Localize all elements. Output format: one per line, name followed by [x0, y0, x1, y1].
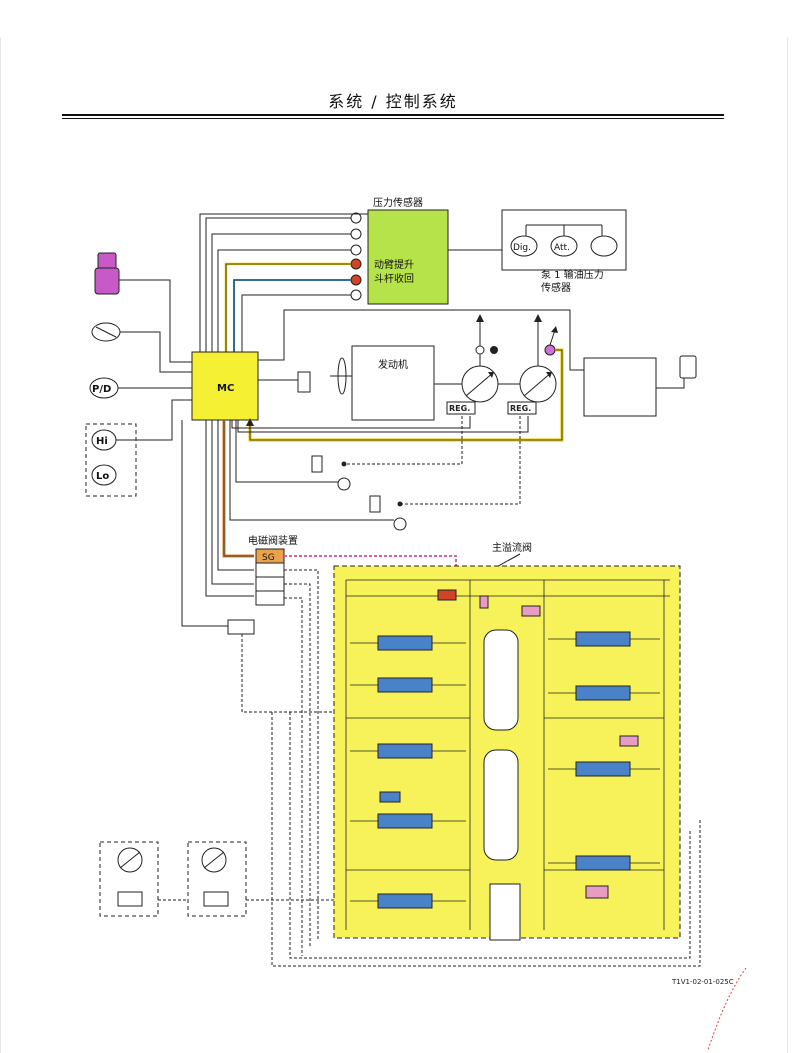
pressure-sensor-label: 压力传感器 [373, 196, 423, 209]
pump1-sensor-label: 泵 1 输油压力 [541, 268, 604, 281]
sensor-port [350, 228, 362, 240]
solenoid-unit-label: 电磁阀装置 [248, 534, 298, 547]
main-relief-label: 主溢流阀 [492, 541, 532, 554]
pump1-sensor-label-2: 传感器 [541, 281, 571, 294]
spool-valve-right [575, 631, 639, 899]
att-mode-switch [550, 235, 578, 257]
title-rule-thin [62, 118, 724, 119]
reg1-box [446, 401, 476, 415]
lo-label: Lo [96, 471, 109, 482]
sensor-port [350, 244, 362, 256]
att-label: Att. [554, 243, 570, 253]
title-rule [62, 114, 724, 116]
pressure-sensor-box [367, 209, 449, 305]
key-switch [91, 322, 121, 342]
figure-code: T1V1-02-01-025C [671, 978, 734, 986]
hi-label: Hi [96, 436, 108, 447]
pd-label: P/D [92, 384, 111, 395]
pen-mark [707, 967, 747, 1051]
reg2-box [507, 401, 537, 415]
reg2-label: REG. [510, 404, 531, 413]
pilot-valve [227, 619, 255, 635]
pump1-pressure-sensor [544, 344, 556, 356]
arm-roll-in-label: 斗杆收回 [374, 272, 414, 285]
engine-label: 发动机 [378, 358, 408, 371]
engine-box [351, 345, 435, 421]
engine-sensor [297, 371, 311, 393]
display-icon [679, 355, 697, 379]
sensor-inputs [350, 212, 362, 301]
sg-label: SG [262, 553, 275, 563]
sensor-port [350, 289, 362, 301]
mc-label: MC [217, 383, 234, 394]
dig-label: Dig. [513, 243, 531, 253]
valve-passage [483, 629, 519, 731]
arm-roll-in-sensor [350, 274, 362, 286]
reg1-label: REG. [449, 404, 470, 413]
mode-switch-blank [590, 235, 618, 257]
hi-lo-switch-group [85, 423, 137, 497]
lo-switch [91, 464, 117, 486]
mc-controller [191, 351, 259, 421]
dig-mode-switch [510, 235, 538, 257]
main-relief-valve [437, 589, 457, 601]
page-title: 系统 / 控制系统 [328, 92, 458, 111]
controller-right [583, 357, 657, 417]
purple-switch [94, 252, 120, 295]
boom-raise-sensor [350, 258, 362, 270]
valve-passage [489, 883, 521, 941]
valve-passage [483, 749, 519, 861]
boom-raise-label: 动臂提升 [374, 258, 414, 271]
spool-valve-left [377, 635, 433, 909]
